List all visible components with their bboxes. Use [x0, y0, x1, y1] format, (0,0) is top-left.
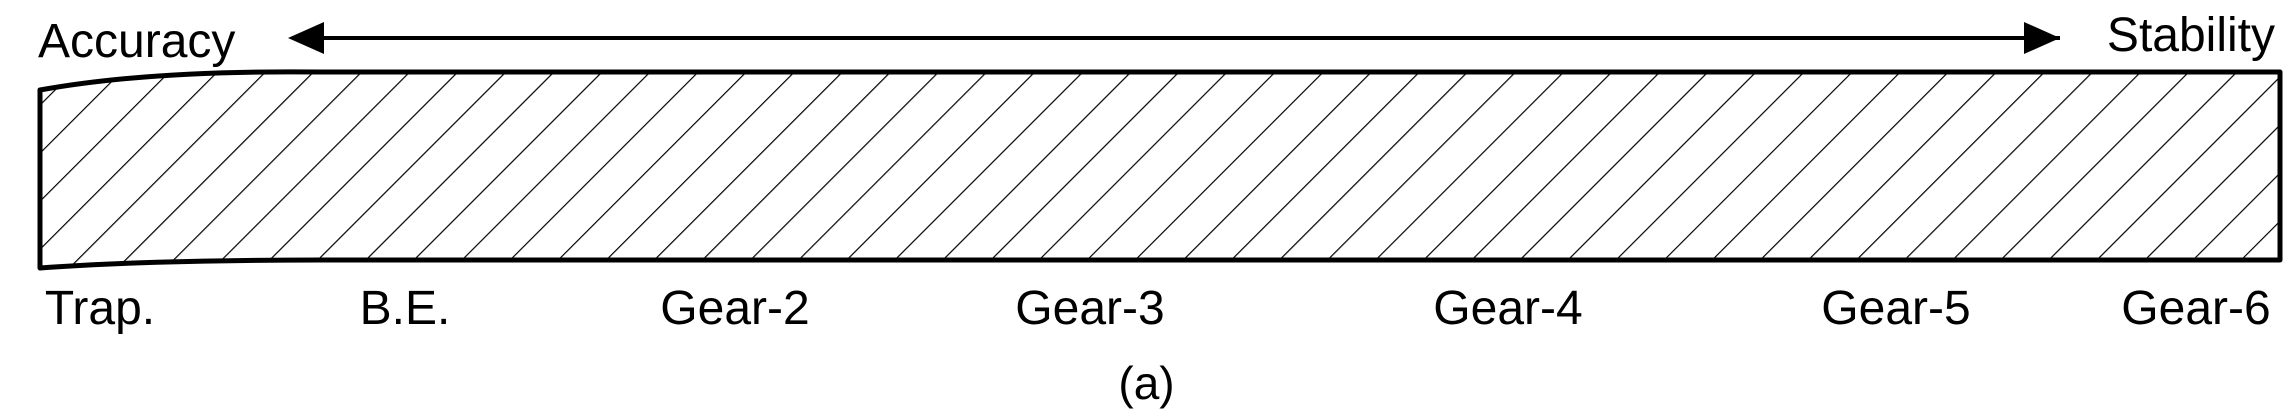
method-label-gear6: Gear-6 — [2121, 282, 2271, 335]
method-label-trap: Trap. — [44, 282, 156, 335]
method-label-gear4: Gear-4 — [1433, 282, 1583, 335]
accuracy-label: Accuracy — [38, 15, 236, 68]
figure-caption: (a) — [1118, 357, 1175, 409]
method-label-gear5: Gear-5 — [1821, 282, 1971, 335]
hatched-band — [37, 69, 2283, 271]
method-label-be: B.E. — [359, 282, 451, 335]
method-label-gear3: Gear-3 — [1015, 282, 1165, 335]
stability-label: Stability — [2106, 9, 2275, 62]
method-label-gear2: Gear-2 — [660, 282, 810, 335]
